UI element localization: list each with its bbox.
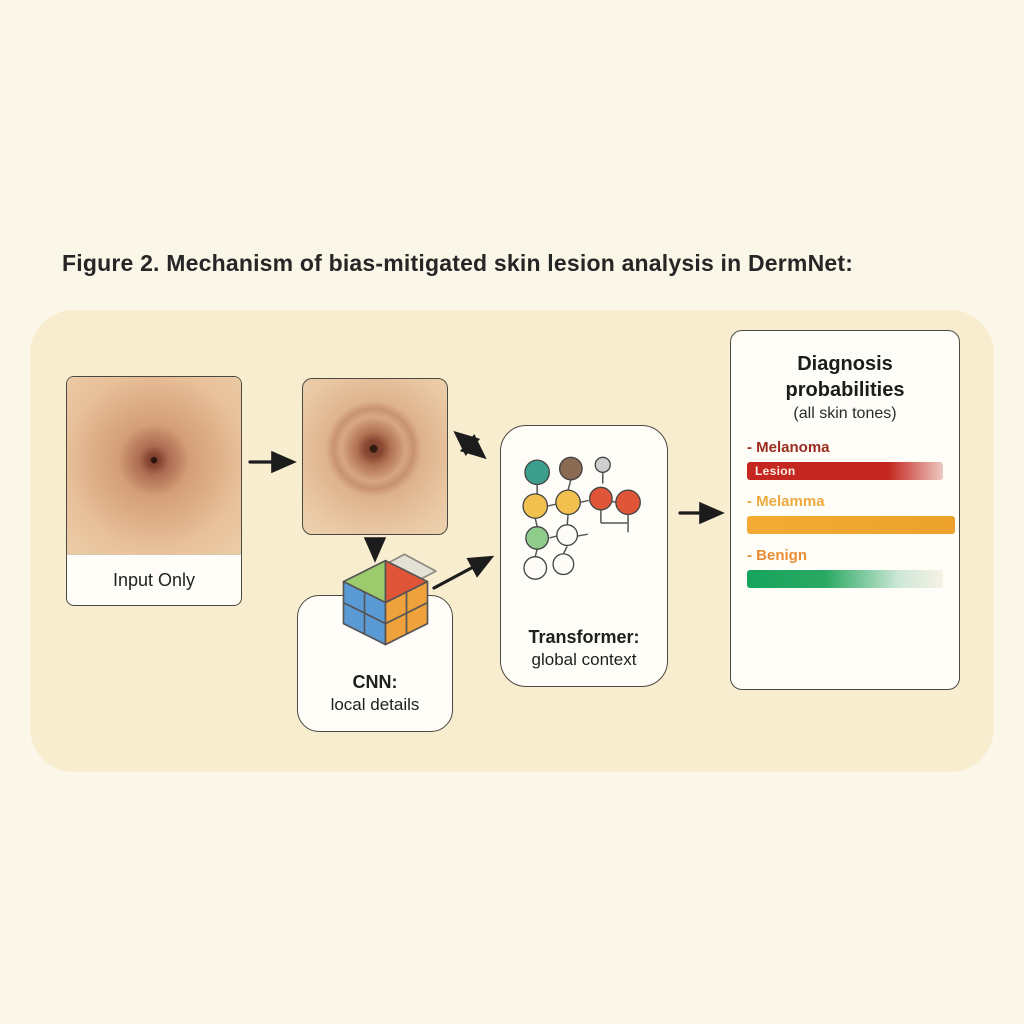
diagram-panel: Input Only CNN: local details [30,310,994,772]
transformer-subtitle: global context [531,650,637,669]
bar-track: Lesion [747,462,943,480]
bar-track [747,570,943,588]
diagnosis-row-melanoma: - Melanoma Lesion [747,439,943,480]
diagnosis-row-melamma: - Melamma [747,493,955,534]
bar-label-melanoma: - Melanoma [747,439,943,456]
bar-label-text: Melanoma [756,439,830,456]
cnn-cube-icon [342,553,437,646]
bar-label-melamma: - Melamma [747,493,943,510]
diagnosis-panel: Diagnosis probabilities (all skin tones)… [730,330,960,690]
bar-label-benign: - Benign [747,547,943,564]
transformer-card: Transformer: global context [500,425,668,687]
transformer-title: Transformer: [528,627,640,647]
input-card-label: Input Only [112,569,196,590]
arrow-zoom-transformer-bidirectional [453,430,487,460]
transformer-network-icon [522,456,641,580]
input-lesion-image [67,377,241,555]
zoomed-lesion-image [302,378,448,535]
bullet: - [747,547,752,564]
diagnosis-row-benign: - Benign [747,547,943,588]
diagnosis-subtitle: (all skin tones) [793,405,897,422]
bullet: - [747,493,752,510]
transformer-label: Transformer: global context [528,627,639,670]
cnn-subtitle: local details [330,695,420,714]
bar-label-text: Melamma [756,493,825,510]
bar-overlay-text: Lesion [755,464,796,478]
cnn-title: CNN: [352,672,398,692]
input-card: Input Only [66,376,242,606]
bullet: - [747,439,752,456]
bar-label-text: Benign [756,547,808,564]
diagnosis-title: Diagnosis probabilities [785,353,905,401]
bar-benign [747,570,943,588]
bar-melamma [747,516,955,534]
bar-melanoma: Lesion [747,462,943,480]
bar-track [747,516,955,534]
figure-caption: Figure 2. Mechanism of bias-mitigated sk… [62,250,854,276]
